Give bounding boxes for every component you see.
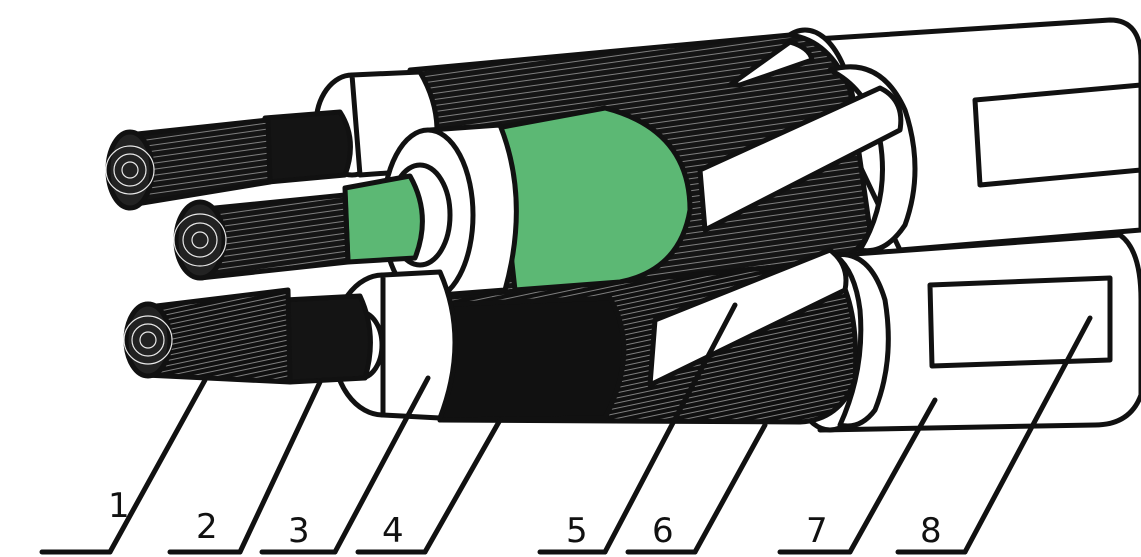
callout-label: 6 [652,511,674,551]
callout-4: 4 [358,420,500,552]
callout-label: 2 [196,507,218,547]
callout-6: 6 [628,425,765,552]
callout-label: 7 [806,511,828,551]
leader-line [110,380,205,552]
callout-label: 3 [288,511,310,551]
leader-line [695,425,765,552]
callout-label: 1 [108,486,130,526]
callout-label: 5 [566,511,588,551]
callout-label: 4 [382,511,404,551]
leader-line [425,420,500,552]
callout-1: 1 [42,380,205,552]
callout-label: 8 [920,511,942,551]
